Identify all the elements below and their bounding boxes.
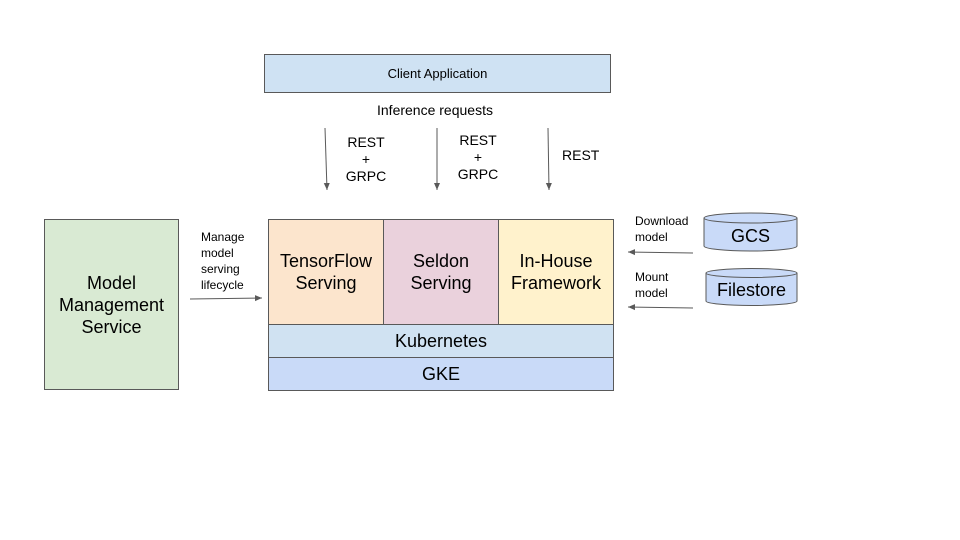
tensorflow-serving-box: TensorFlow Serving [268, 219, 384, 325]
model-management-service-label: Model Management Service [58, 272, 165, 337]
arrow-model-management-to-cluster [189, 295, 263, 302]
manage-lifecycle-label: Manage model serving lifecycle [201, 230, 245, 292]
gke-label: GKE [421, 363, 460, 384]
mount-model-label: Mount model [635, 270, 669, 300]
gke-layer: GKE [268, 357, 614, 391]
client-application-label: Client Application [387, 66, 488, 81]
arrow-filestore-to-cluster [627, 304, 694, 311]
in-house-framework-box: In-House Framework [498, 219, 614, 325]
filestore-database-icon [705, 268, 798, 306]
client-application-box: Client Application [264, 54, 611, 93]
filestore-storage-cylinder: Filestore [705, 268, 798, 306]
in-house-framework-label: In-House Framework [510, 251, 601, 293]
seldon-serving-label: Seldon Serving [410, 251, 472, 293]
gcs-database-icon [703, 212, 798, 252]
gcs-label: GCS [730, 226, 770, 246]
arrow-client-to-tensorflow [323, 127, 330, 191]
seldon-protocol-label: REST + GRPC [457, 132, 499, 182]
filestore-label: Filestore [716, 280, 787, 300]
seldon-serving-box: Seldon Serving [383, 219, 499, 325]
tensorflow-protocol-label: REST + GRPC [345, 134, 387, 184]
arrow-gcs-to-cluster [627, 249, 694, 256]
download-model-label: Download model [635, 214, 689, 244]
gcs-storage-cylinder: GCS [703, 212, 798, 252]
inference-requests-label: Inference requests [377, 102, 493, 118]
inhouse-protocol-label: REST [562, 147, 600, 163]
arrow-client-to-inhouse [545, 127, 552, 191]
kubernetes-label: Kubernetes [394, 330, 488, 351]
kubernetes-layer: Kubernetes [268, 324, 614, 358]
model-management-service-box: Model Management Service [44, 219, 179, 390]
tensorflow-serving-label: TensorFlow Serving [279, 251, 373, 293]
